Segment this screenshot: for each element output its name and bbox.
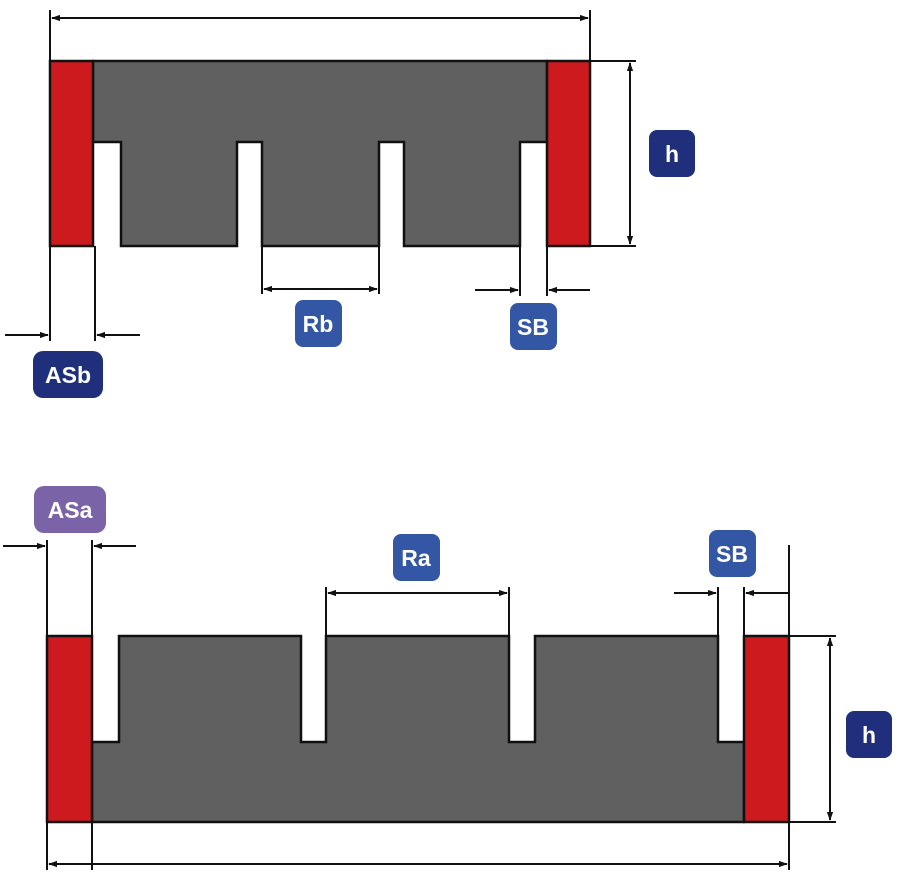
- bottom-labels: ASa Ra SB h: [34, 486, 892, 758]
- top-profile-body: [91, 59, 549, 248]
- bottom-rib-width-label: Ra: [401, 545, 431, 571]
- top-left-end-plate: [48, 59, 95, 248]
- top-height-label: h: [665, 141, 679, 167]
- top-rib-width-label: Rb: [303, 311, 334, 337]
- bottom-rib-width-badge: Ra: [393, 534, 440, 581]
- bottom-end-width-label: ASa: [48, 497, 93, 523]
- top-rib-width-badge: Rb: [295, 300, 342, 347]
- top-right-end-plate: [545, 59, 592, 248]
- top-height-badge: h: [649, 130, 695, 177]
- top-dimension-lines: [5, 10, 636, 341]
- top-end-width-label: ASb: [45, 362, 91, 388]
- bottom-profile: [45, 634, 791, 824]
- bottom-height-label: h: [862, 722, 876, 748]
- top-labels: h Rb SB ASb: [33, 130, 695, 398]
- bottom-slot-width-label: SB: [716, 541, 748, 567]
- bottom-dimension-lines: [3, 540, 836, 870]
- bottom-slot-width-badge: SB: [709, 530, 756, 577]
- bottom-height-badge: h: [846, 711, 892, 758]
- bottom-left-end-plate: [45, 634, 94, 824]
- top-profile: [48, 59, 592, 248]
- bottom-profile-body: [90, 634, 746, 824]
- top-slot-width-label: SB: [517, 314, 549, 340]
- top-end-width-badge: ASb: [33, 351, 103, 398]
- top-slot-width-badge: SB: [510, 303, 557, 350]
- bottom-right-end-plate: [742, 634, 791, 824]
- bottom-end-width-badge: ASa: [34, 486, 106, 533]
